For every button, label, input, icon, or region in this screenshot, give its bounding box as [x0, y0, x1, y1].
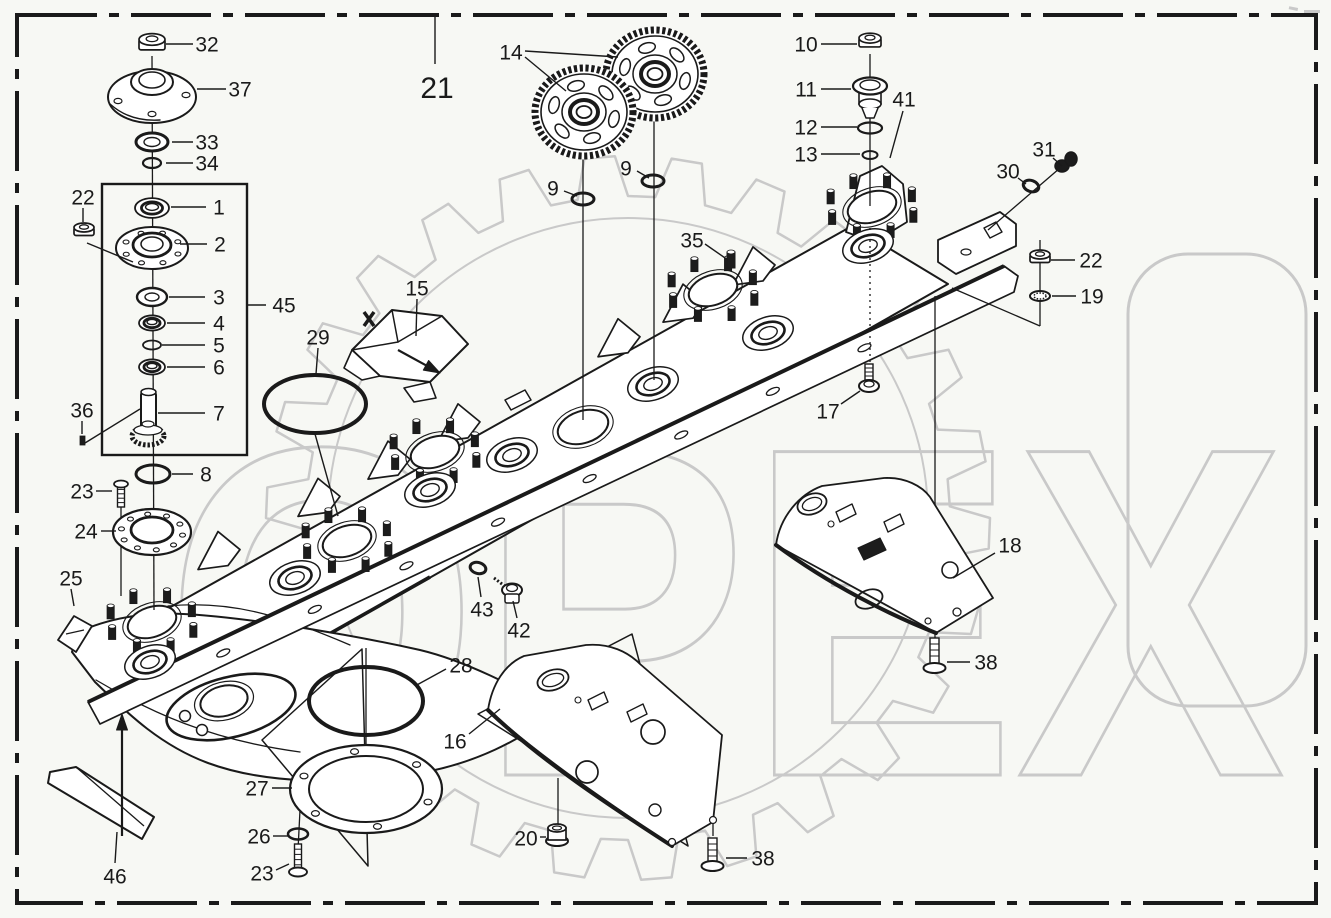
callout-20: 20	[514, 828, 537, 851]
callout-29: 29	[306, 327, 329, 350]
x-mark	[362, 310, 376, 328]
part-8-o-ring	[134, 463, 172, 485]
callout-14: 14	[499, 42, 523, 65]
part-23-screw-bottom	[288, 843, 308, 878]
callout-6: 6	[213, 357, 225, 380]
part-22-flange-nut-right	[1029, 249, 1051, 264]
part-37-bearing-housing	[107, 68, 197, 124]
part-38-carriage-bolt-right	[922, 637, 947, 674]
callout-12: 12	[794, 117, 817, 140]
callout-22: 22	[1079, 250, 1102, 273]
callout-19: 19	[1080, 286, 1103, 309]
part-43-washer	[468, 560, 488, 576]
callout-23: 23	[70, 481, 93, 504]
callout-25: 25	[59, 568, 82, 591]
part-42-plug-bolt	[493, 576, 523, 604]
callout-10: 10	[794, 34, 817, 57]
direction-arrows	[116, 349, 441, 836]
callout-18: 18	[998, 535, 1021, 558]
callout-31: 31	[1032, 139, 1055, 162]
callout-24: 24	[74, 521, 98, 544]
part-9-seal-ring-right	[640, 173, 666, 189]
callout-4: 4	[213, 313, 225, 336]
part-35-stud	[726, 249, 736, 269]
callout-5: 5	[213, 335, 225, 358]
callout-35: 35	[680, 230, 703, 253]
part-23-screw-top	[113, 479, 129, 508]
part-14-spur-gear-front	[531, 64, 637, 160]
callout-33: 33	[195, 132, 218, 155]
callout-11: 11	[795, 79, 817, 102]
callout-32: 32	[195, 34, 218, 57]
callout-2: 2	[214, 234, 226, 257]
box-assembly-45	[100, 182, 249, 457]
part-34-snap-ring	[141, 156, 163, 170]
callout-36: 36	[70, 400, 93, 423]
part-26-o-ring	[286, 827, 310, 841]
part-18-skid-plate	[774, 477, 994, 635]
callout-22: 22	[71, 187, 94, 210]
callout-34: 34	[195, 153, 219, 176]
part-24-bearing-flange-plate	[111, 507, 193, 557]
cutter-bar-body	[71, 165, 1019, 782]
callout-28: 28	[449, 655, 472, 678]
callout-27: 27	[245, 778, 268, 801]
callout-17: 17	[816, 401, 839, 424]
page-border	[15, 13, 1318, 905]
part-27-bearing-flange-large	[288, 743, 444, 835]
part-28-o-ring-large	[307, 665, 425, 737]
callout-45: 45	[272, 295, 295, 318]
part-22-flange-nut-left	[73, 222, 95, 237]
part-15-guard-block	[343, 309, 469, 403]
part-7-pinion-shaft	[129, 387, 167, 448]
part-11-bushing	[851, 76, 889, 119]
part-32-lock-nut	[138, 32, 166, 51]
callout-16: 16	[443, 731, 466, 754]
part-38-carriage-bolt-bottom	[700, 837, 725, 872]
part-13-washer	[861, 150, 879, 160]
part-14-spur-gear-rear	[602, 26, 708, 122]
part-6-bearing	[138, 358, 166, 376]
part-19-serrated-washer	[1029, 290, 1051, 302]
part-17-bolt	[858, 363, 880, 393]
callout-9: 9	[547, 178, 559, 201]
callout-7: 7	[213, 403, 225, 426]
callout-38: 38	[974, 652, 997, 675]
callout-30: 30	[996, 161, 1019, 184]
part-1-bearing	[134, 197, 170, 219]
part-2-bearing-flange	[115, 226, 189, 270]
part-4-bearing	[138, 314, 166, 332]
part-10-lock-nut	[858, 32, 882, 48]
exploded-parts	[47, 26, 1078, 878]
part-29-o-ring-large	[262, 373, 368, 435]
callout-13: 13	[794, 144, 817, 167]
callout-21: 21	[420, 72, 453, 105]
part-46-skid-shoe	[47, 766, 155, 840]
part-20-flange-nut	[545, 823, 569, 847]
part-5-snap-ring	[142, 339, 162, 351]
callout-1: 1	[213, 197, 225, 220]
part-36-pin	[79, 435, 86, 446]
part-12-ring	[856, 121, 884, 135]
part-3-spacer-ring	[135, 286, 169, 308]
callout-15: 15	[405, 278, 428, 301]
callout-42: 42	[507, 620, 530, 643]
part-9-seal-ring-left	[570, 191, 596, 207]
callout-38: 38	[751, 848, 774, 871]
part-30-washer	[1021, 178, 1041, 194]
callout-37: 37	[228, 79, 251, 102]
callout-8: 8	[200, 464, 212, 487]
callout-3: 3	[213, 287, 225, 310]
part-16-skid-plate	[486, 643, 723, 848]
callout-46: 46	[103, 866, 126, 889]
callout-43: 43	[470, 599, 493, 622]
callout-23: 23	[250, 863, 273, 886]
callout-9: 9	[620, 158, 632, 181]
callout-26: 26	[247, 826, 270, 849]
callout-41: 41	[892, 89, 915, 112]
part-33-thrust-washer	[134, 131, 170, 153]
